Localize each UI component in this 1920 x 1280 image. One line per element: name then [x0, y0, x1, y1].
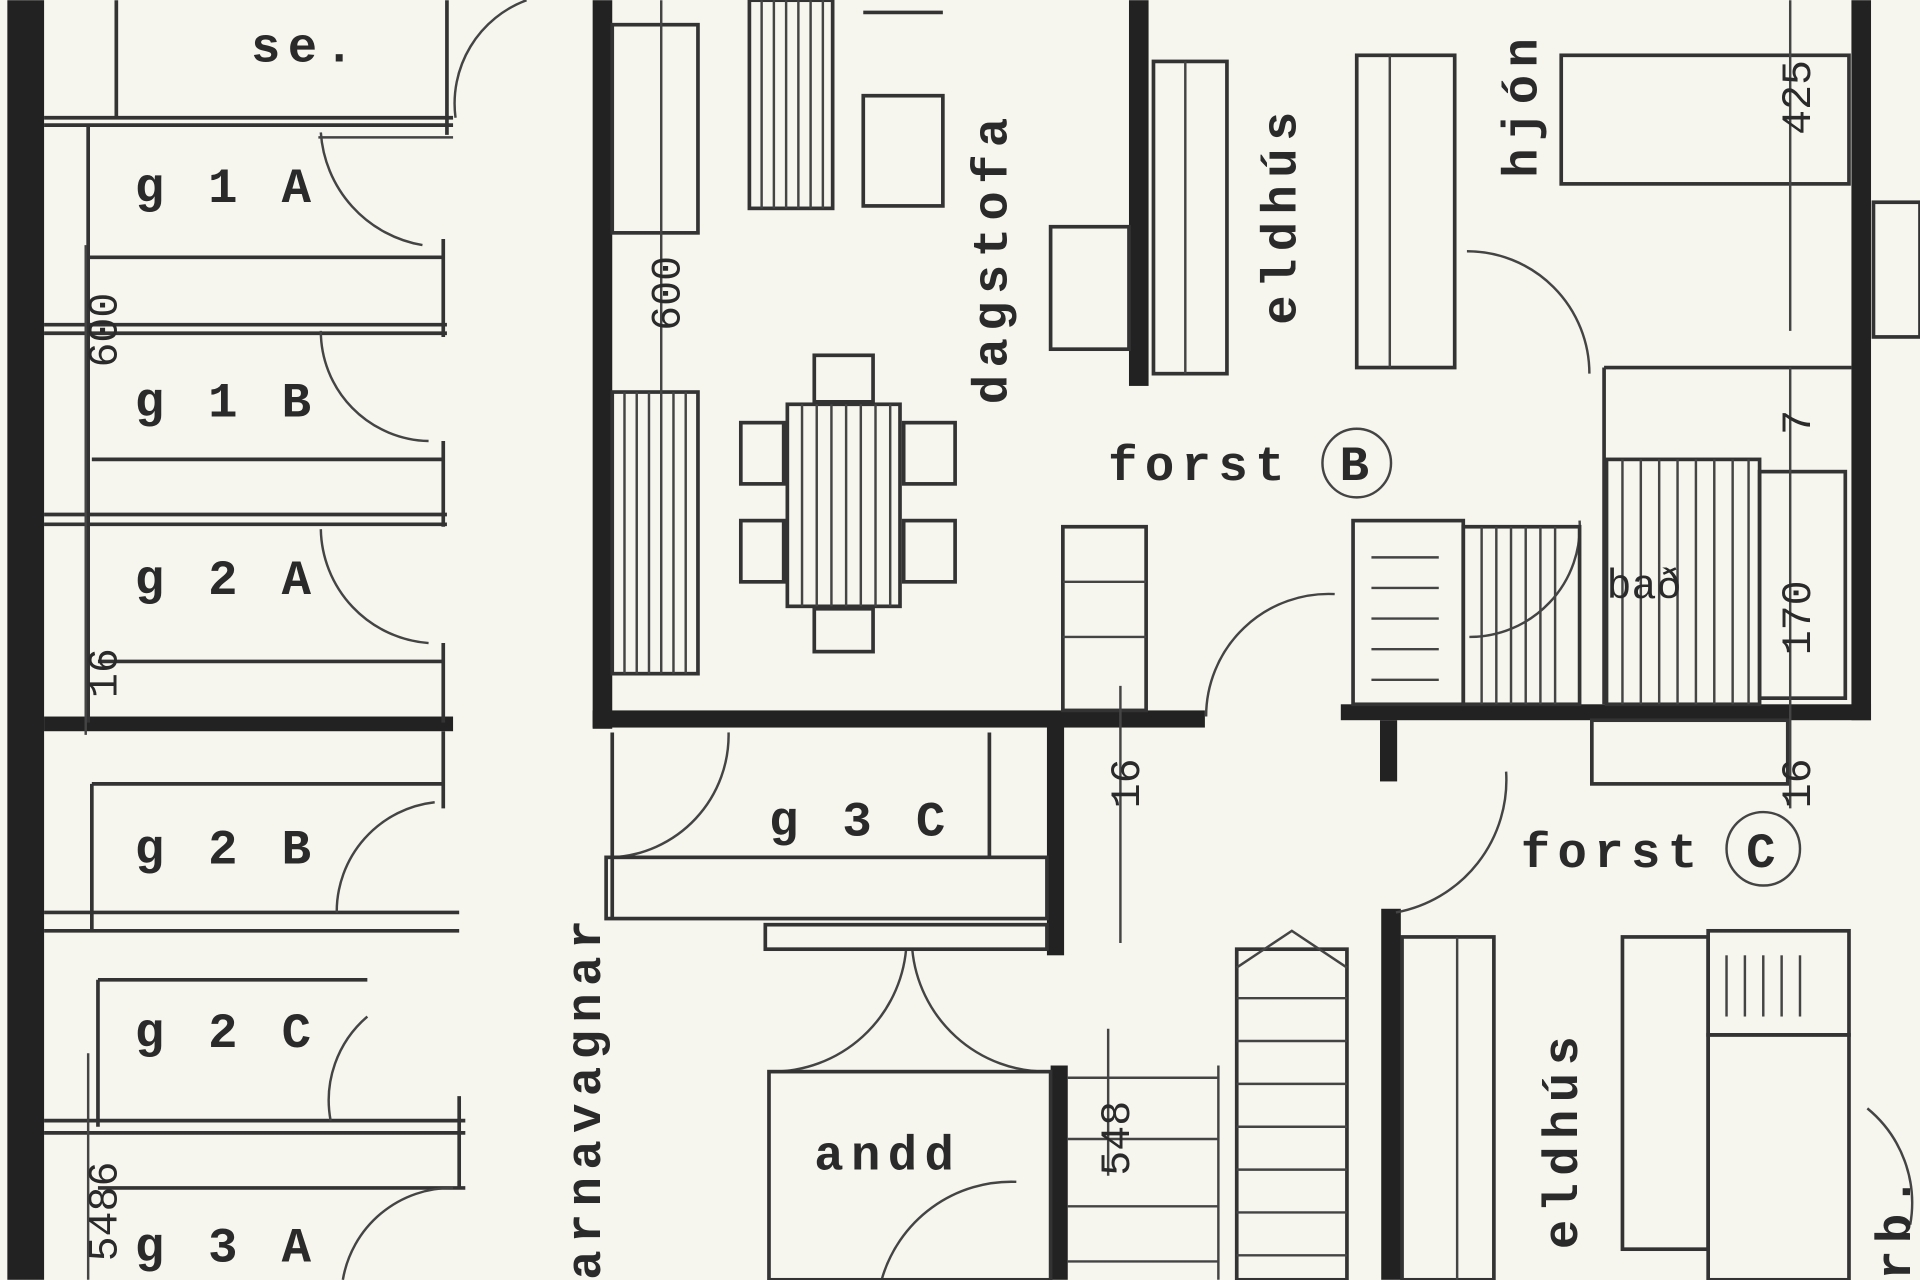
room-label-bad: bað: [1607, 563, 1682, 611]
dim-living-600: 600: [645, 256, 693, 331]
dim-bed-425: 425: [1775, 60, 1823, 135]
room-label-g1a: g 1 A: [135, 161, 319, 217]
room-label-g1b: g 1 B: [135, 376, 319, 432]
room-label-g2b: g 2 B: [135, 822, 319, 878]
walls: [7, 0, 1872, 1280]
room-label-barnavagnar: arnavagnar: [559, 912, 615, 1279]
room-label-andd: andd: [814, 1129, 961, 1185]
room-label-dagstofa: dagstofa: [966, 110, 1022, 404]
room-label-g2c: g 2 C: [135, 1006, 319, 1062]
entrance-b-marker: [1321, 427, 1393, 499]
room-label-forst-b: forst: [1108, 439, 1292, 495]
room-label-se: se.: [251, 20, 361, 76]
room-label-g3c: g 3 C: [769, 794, 953, 850]
storage-partitions: [44, 0, 466, 1190]
entrance-b-letter: B: [1340, 439, 1377, 495]
room-label-eldhus-top: eldhús: [1255, 104, 1311, 324]
room-label-g2a: g 2 A: [135, 553, 319, 609]
dim-stair-548: 548: [1094, 1101, 1142, 1176]
room-label-g3a: g 3 A: [135, 1220, 319, 1276]
dim-hall-16: 16: [1104, 758, 1152, 808]
room-label-right-edge: rb.: [1869, 1170, 1920, 1280]
dim-bath-170: 170: [1775, 580, 1823, 655]
dim-bath-16: 16: [1775, 758, 1823, 808]
room-labels: se. g 1 A g 1 B g 2 A g 2 B g 2 C g 3 A …: [135, 20, 1920, 1279]
room-label-eldhus-bottom: eldhús: [1536, 1029, 1592, 1249]
door-swings: [319, 0, 1914, 1280]
dining-table: [785, 402, 902, 609]
room-label-hjon: hjón: [1496, 31, 1552, 178]
dimension-lines: [84, 0, 1792, 1280]
dim-left-548: 5486: [81, 1162, 129, 1262]
dim-left-600: 600: [81, 293, 129, 368]
entrance-c-marker: [1725, 810, 1802, 887]
entrance-c-letter: C: [1746, 826, 1783, 882]
dim-bath-7: 7: [1775, 410, 1823, 435]
dimension-labels: 600 16 5486 600 425 7 170 16 16 548: [81, 60, 1822, 1261]
room-label-forst-c: forst: [1521, 826, 1705, 882]
dim-left-16: 16: [81, 648, 129, 698]
